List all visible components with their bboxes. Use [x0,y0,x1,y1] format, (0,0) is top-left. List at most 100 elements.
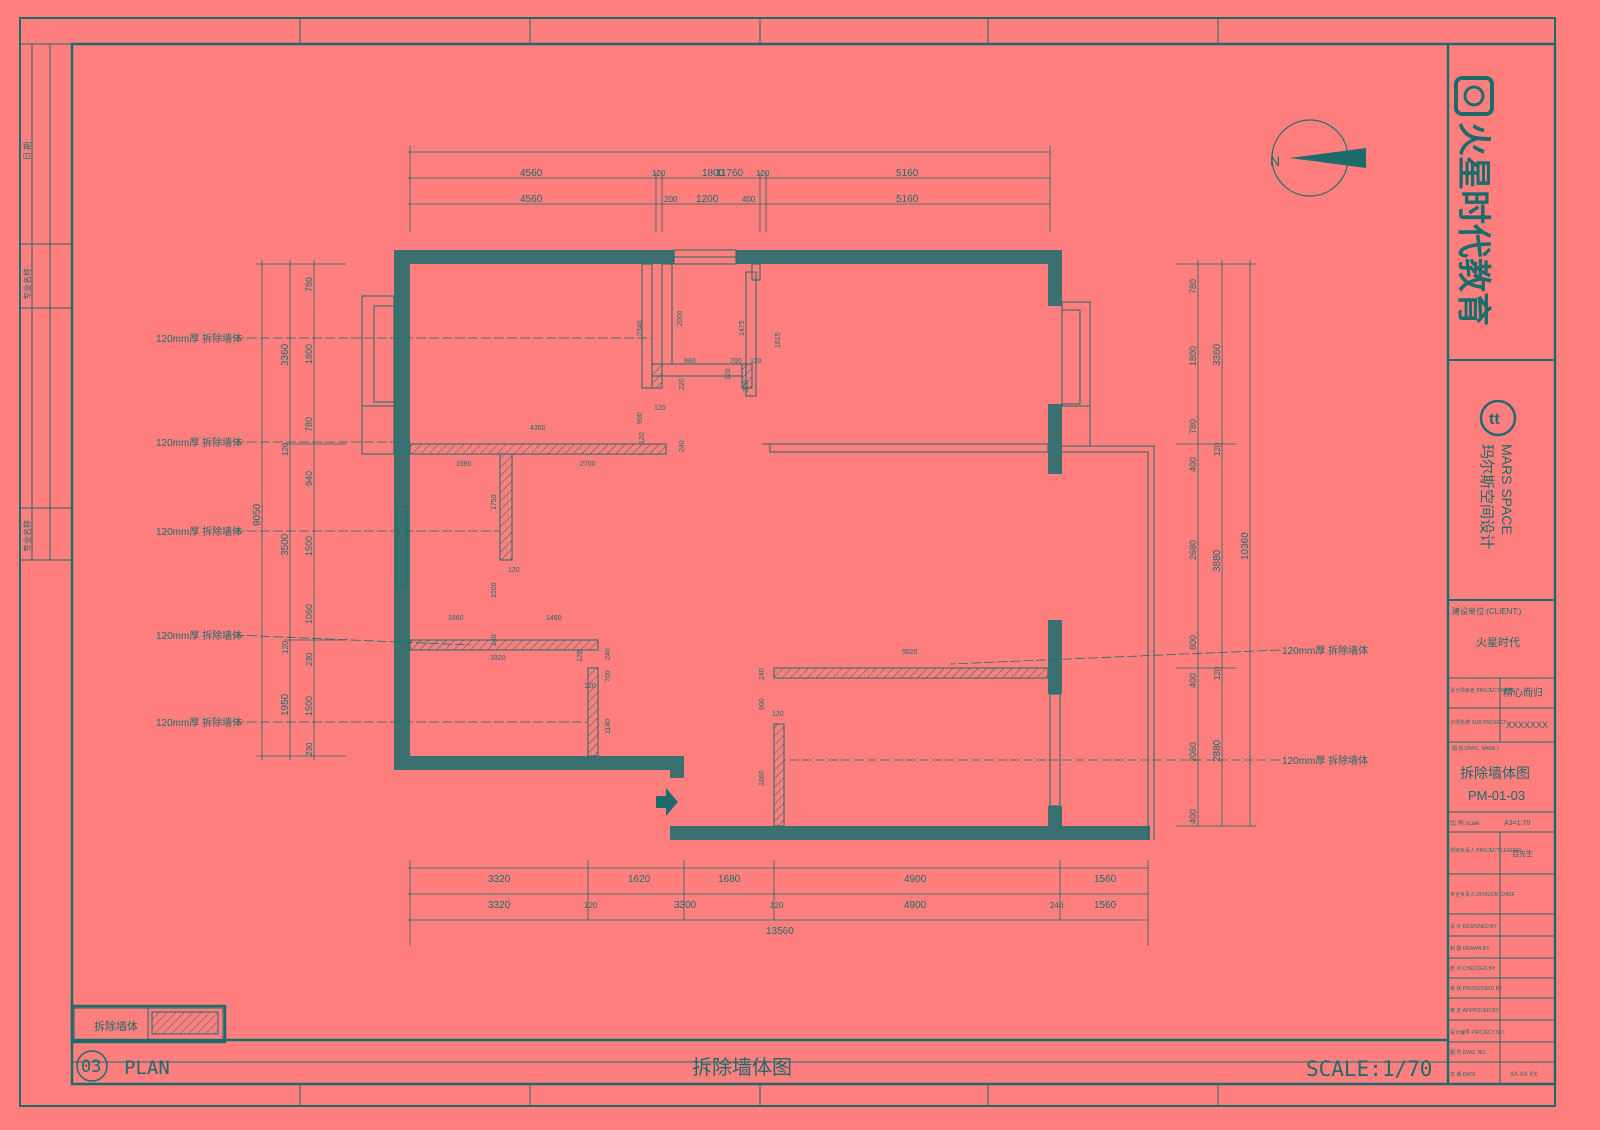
dim-int-16: 2700 [580,461,596,468]
dim-bot-r2-4: 4900 [904,900,927,911]
dim-top-r1-3: 120 [756,169,770,178]
dim-int-13: 240 [679,440,686,452]
tb-row-date: 日 期 DATE [1450,1072,1476,1078]
dim-bot-r1-3: 4900 [904,874,927,885]
dim-int-22: 240 [491,634,498,646]
callout-demolish-wall-3: 120mm厚 拆除墙体 [156,525,242,538]
callouts: 120mm厚 拆除墙体 120mm厚 拆除墙体 120mm厚 拆除墙体 120m… [156,332,1368,767]
dim-int-8: 120 [725,368,732,380]
legend-hatch-swatch [151,1011,219,1035]
dim-left-outer: 9050 [252,503,263,526]
tb-row-checked: 校 对 CHECKED BY [1450,965,1496,972]
client-value: 火星时代 [1476,636,1520,649]
client-label: 建设单位:(CLIENT:) [1452,606,1522,616]
svg-text:tt: tt [1489,411,1500,428]
callout-demolish-wall-5: 120mm厚 拆除墙体 [156,716,242,729]
dim-bot-r1-1: 1620 [628,874,651,885]
dim-int-5: 700 [730,358,742,365]
tb-row-project-no: 设计编号 PROJECT NO. [1450,1029,1505,1036]
dim-right-in-0: 780 [1188,279,1198,294]
dim-top-r1-4: 5160 [896,168,919,179]
dim-top-r1-2: 1800 [702,168,725,179]
dim-top-r2-2: 1200 [696,194,719,205]
project-name-value: 精心而归 [1503,686,1543,699]
dim-int-10: 120 [654,405,666,412]
logo-sub-cn: 玛尔斯空间设计 [1478,444,1495,549]
date-value: XX XX XX [1510,1072,1537,1078]
dim-bot-total: 13560 [766,926,794,937]
dim-left-in-6: 1060 [304,604,314,624]
dim-bot-r2-5: 240 [1050,901,1064,910]
dim-left-mid-0: 3360 [280,343,291,366]
dim-top-r2-0: 4560 [520,194,543,205]
dim-int-27: 700 [605,670,612,682]
view-label: PLAN [124,1057,170,1079]
dim-int-29: 5020 [902,649,918,656]
dim-bot-r1-0: 3320 [488,874,511,885]
dim-int-33: 1860 [759,770,766,786]
strip-group-1: 日 期 [23,142,32,160]
dim-bot-r2-6: 1560 [1094,900,1117,911]
sheet-number: 03 [81,1057,101,1077]
sub-project-label: 子项名称 SUB PROJECT [1450,719,1506,726]
dim-right-in-7: 2060 [1188,742,1198,762]
windows [361,249,1155,840]
dim-left-in-7: 120 [281,640,290,654]
leader-label: 项目负责人 PROJECT LEADER [1450,847,1521,854]
dim-left-in-9: 1500 [304,696,314,716]
dim-right-in-8: 400 [1188,809,1198,824]
left-sign-strip: 日 期 专业名称 专业名称 [20,43,72,561]
dim-int-25: 240 [605,648,612,660]
dim-right-in-3: 400 [1188,457,1198,472]
dim-top-r2-3: 400 [742,195,756,204]
callout-demolish-wall-1: 120mm厚 拆除墙体 [156,332,242,345]
dim-int-4: 980 [684,358,696,365]
dim-top-total: 11760 [716,168,744,179]
mars-space-icon [1479,399,1517,437]
dim-int-23: 3320 [490,655,506,662]
dim-int-30: 240 [759,668,766,680]
interior-walls [409,263,1049,827]
dim-int-19: 1500 [491,582,498,598]
drawing-name-value: 拆除墙体图 [1460,765,1530,781]
drawing-name-label: 图 名:(DWG. NAME:) [1452,745,1499,752]
sub-project-value: XXXXXXX [1506,720,1548,730]
dim-int-21: 1460 [546,615,562,622]
dim-int-15: 1660 [456,461,472,468]
dim-left-in-1: 1800 [304,344,314,364]
dim-left-in-10: 230 [305,742,314,756]
dim-right-in-5: 800 [1188,635,1198,650]
sheet-frame [19,17,1557,1107]
callout-demolish-wall-6: 120mm厚 拆除墙体 [1282,644,1368,657]
strip-group-2: 专业名称 [22,268,32,300]
sheet-number-circle [76,1050,108,1082]
dim-int-3: 1815 [775,332,782,348]
dim-left-in-0: 780 [304,277,314,292]
dim-right-mid-4: 2880 [1212,739,1223,762]
dim-int-20: 1860 [448,615,464,622]
dim-bot-r1-4: 1560 [1094,874,1117,885]
north-arrow: N [1270,119,1366,197]
entrance-arrow-icon [656,788,678,816]
tb-row-division: 专业负责人 DIVISION CHIEF [1450,891,1515,898]
logo-company-name: 火星时代教育 [1454,122,1492,326]
dim-right-in-2: 780 [1188,419,1198,434]
title-block: 火星时代教育 tt MARS SPACE 玛尔斯空间设计 建设单位:(CLIEN… [1446,44,1555,1084]
dim-top-r1-0: 4560 [520,168,543,179]
dim-int-7: 220 [679,378,686,390]
tb-row-processed: 审 核 PROCESSED BY [1450,985,1503,992]
dim-int-31: 900 [759,698,766,710]
dim-top-r2-1: 200 [664,195,678,204]
drawing-title: 拆除墙体图 [692,1056,792,1079]
dim-bot-r2-3: 120 [770,901,784,910]
dim-int-18: 120 [508,567,520,574]
dim-right-in-1: 1800 [1188,346,1198,366]
dim-int-9: 220 [743,380,750,392]
dim-left-in-3: 120 [281,442,290,456]
dim-top-r1-1: 120 [652,169,666,178]
dim-int-17: 1750 [491,494,498,510]
dim-int-28: 1140 [605,719,612,734]
dim-left-mid-1: 3500 [280,533,291,556]
tb-row-approved: 审 定 APPROVED BY [1450,1007,1499,1014]
